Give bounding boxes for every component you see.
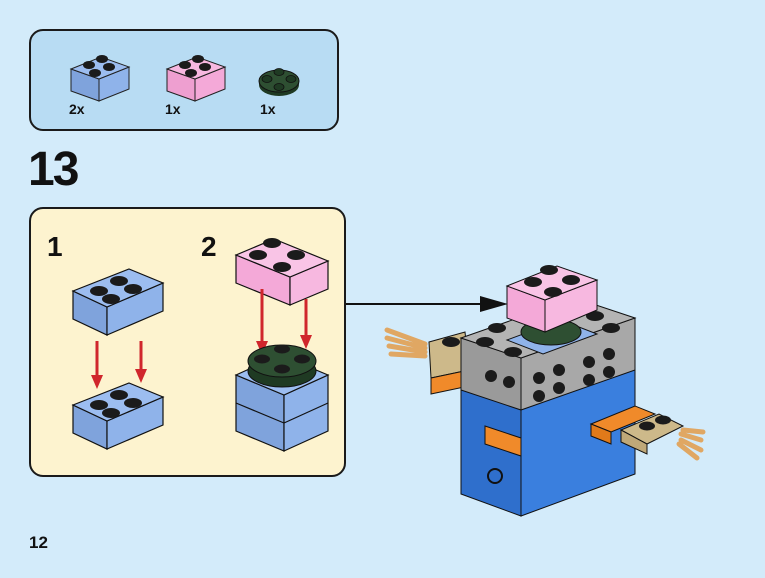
pink-brick-icon xyxy=(505,265,599,333)
green-round-plate-icon xyxy=(247,344,317,388)
substep-1-illustration xyxy=(71,268,165,450)
callout-arrow-icon xyxy=(346,296,508,312)
substep-2-illustration xyxy=(234,238,330,452)
pink-brick-icon xyxy=(234,238,330,306)
page-number: 12 xyxy=(29,533,48,552)
step-number: 13 xyxy=(28,143,79,196)
blue-brick-stack-icon xyxy=(234,354,330,452)
substep-number: 2 xyxy=(201,231,217,262)
blue-brick-icon xyxy=(71,382,165,450)
substep-number: 1 xyxy=(47,231,63,262)
part-green-round-plate-icon xyxy=(258,68,300,96)
part-quantity: 1x xyxy=(260,101,276,117)
part-pink-brick-icon xyxy=(165,55,227,102)
part-quantity: 2x xyxy=(69,101,85,117)
left-arm-icon xyxy=(384,327,470,395)
model-illustration xyxy=(384,265,706,517)
right-arm-icon xyxy=(589,405,706,461)
part-quantity: 1x xyxy=(165,101,181,117)
parts-list-box: 2x 1x 1x xyxy=(29,29,339,131)
part-blue-brick-icon xyxy=(69,55,131,102)
substep-box: 1 2 xyxy=(29,207,346,477)
blue-brick-icon xyxy=(71,268,165,336)
